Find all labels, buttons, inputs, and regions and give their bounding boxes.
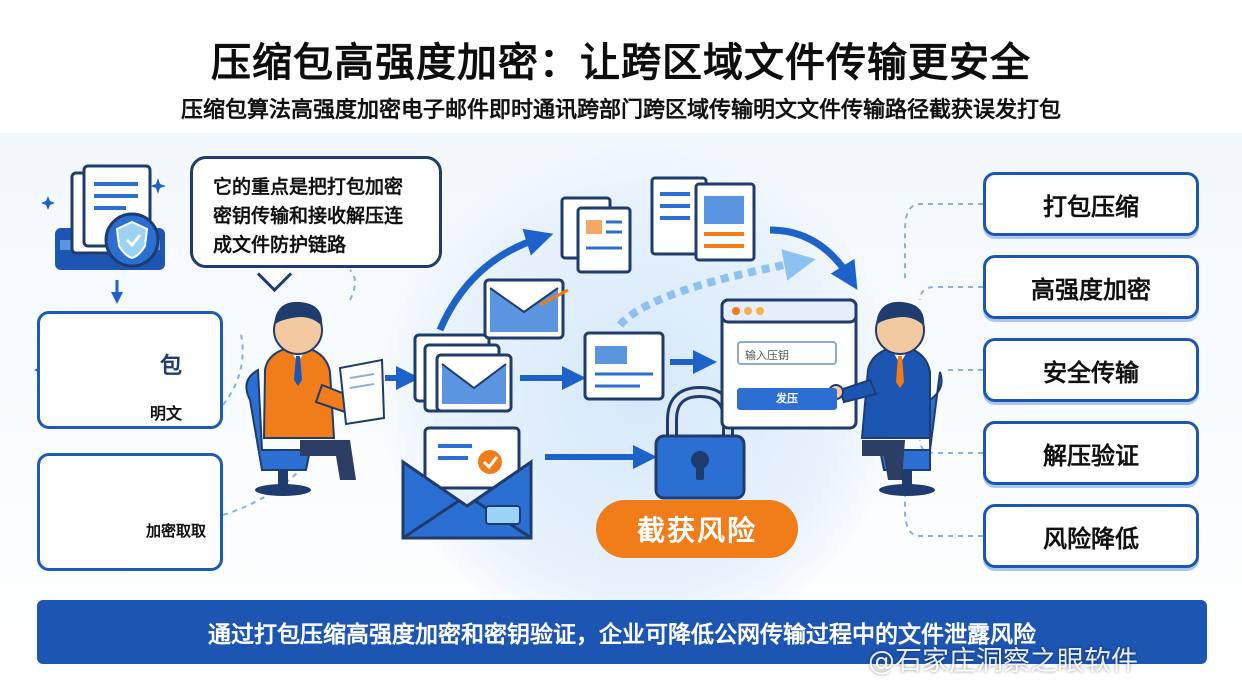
page-title: 压缩包高强度加密：让跨区域文件传输更安全: [211, 40, 1031, 86]
sender-person-illustration: [245, 301, 386, 496]
watermark: @石家庄洞察之眼软件: [868, 646, 1138, 677]
interception-risk-badge: 截获风险: [596, 500, 798, 558]
summary-banner: 通过打包压缩高强度加密和密钥验证，企业可降低公网传输过程中的文件泄露风险: [37, 600, 1207, 664]
page-subtitle: 压缩包算法高强度加密电子邮件即时通讯跨部门跨区域传输明文文件传输路径截获误发打包: [180, 98, 1061, 123]
receiver-person-illustration: [828, 301, 943, 496]
step-encrypt: 高强度加密: [983, 255, 1199, 319]
encrypted-extraction-box: [37, 453, 223, 571]
step-compress: 打包压缩: [983, 172, 1199, 236]
step-risk-reduced: 风险降低: [983, 504, 1199, 568]
extraction-label: 加密取取: [146, 522, 207, 540]
send-button[interactable]: 发压: [737, 388, 837, 410]
email-stack-icon: [413, 333, 513, 413]
package-badge-text: 包: [160, 354, 183, 379]
speech-bubble: 它的重点是把打包加密 密钥传输和接收解压连 成文件防护链路: [190, 156, 442, 268]
flow-arrows: [385, 226, 858, 469]
speech-bubble-line: 它的重点是把打包加密: [213, 176, 404, 198]
speech-bubble-line: 成文件防护链路: [213, 234, 347, 256]
step-transfer: 安全传输: [983, 338, 1199, 402]
email-icon: [483, 278, 569, 340]
plaintext-label: 明文: [150, 404, 183, 423]
documents-icon: [560, 196, 632, 274]
plaintext-box: [37, 311, 223, 429]
password-input[interactable]: 输入压钥: [737, 341, 837, 365]
document-stack-icon: [55, 164, 165, 270]
step-verify: 解压验证: [983, 421, 1199, 485]
report-document-icon: [650, 176, 756, 262]
step-connectors: [904, 203, 983, 537]
speech-bubble-line: 密钥传输和接收解压连: [213, 205, 404, 227]
secure-email-icon: [401, 426, 533, 540]
file-card-icon: [583, 331, 665, 401]
